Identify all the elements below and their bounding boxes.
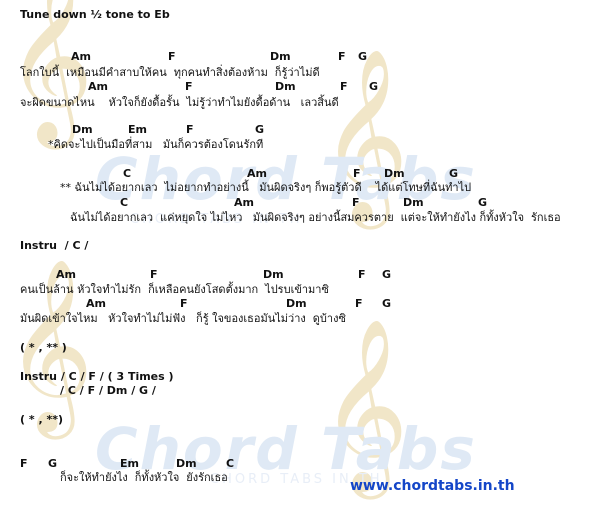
chord: G (382, 297, 392, 310)
chord: Am (88, 80, 108, 93)
chord: C (120, 196, 129, 209)
chord: Dm (286, 297, 307, 310)
chord: F (338, 50, 346, 63)
chord: Dm (403, 196, 424, 209)
tuning-note: Tune down ½ tone to Eb (20, 8, 170, 21)
chord: F (168, 50, 176, 63)
chord: F (340, 80, 348, 93)
chord: F (150, 268, 158, 281)
instrumental-line: Instru / C / (20, 239, 89, 252)
chord: Em (128, 123, 147, 136)
instrumental-line: Instru / C / F / ( 3 Times ) (20, 370, 174, 383)
chord: F (358, 268, 366, 281)
chord: Dm (270, 50, 291, 63)
chord: G (358, 50, 368, 63)
chord: F (353, 167, 361, 180)
chord: F (352, 196, 360, 209)
treble-clef-icon: 𝄞 (320, 318, 409, 492)
chord: Dm (176, 457, 197, 470)
repeat-marker: ( * , ** ) (20, 341, 67, 354)
chord: G (449, 167, 459, 180)
chord: Am (234, 196, 254, 209)
chord: G (48, 457, 58, 470)
lyric-line: ** ฉันไม่ได้อยากเลว ไม่อยากทำอย่างนี้ มั… (60, 181, 472, 194)
lyric-line: มันผิดเข้าใจไหม หัวใจทำไม่ไม่ฟัง ก็รู้ ใ… (20, 312, 346, 325)
lyric-line: โลกใบนี้ เหมือนมีคำสาบให้คน ทุกคนทำสิ่งต… (20, 66, 320, 79)
lyric-line: ก็จะให้ทำยังไง ก็ทั้งหัวใจ ยังรักเธอ (60, 471, 228, 484)
chord: F (355, 297, 363, 310)
chord: G (369, 80, 379, 93)
chord: F (20, 457, 28, 470)
chord: Dm (263, 268, 284, 281)
chord: G (255, 123, 265, 136)
chord: C (123, 167, 132, 180)
instrumental-line: / C / F / Dm / G / (60, 384, 156, 397)
watermark-brand: Chord Tabs (95, 415, 477, 483)
lyric-line: จะผิดขนาดไหน หัวใจก็ยังดื้อรั้น ไม่รู้ว่… (20, 96, 339, 109)
chord: Am (86, 297, 106, 310)
chord: C (226, 457, 235, 470)
chord: F (185, 80, 193, 93)
lyric-line: ฉันไม่ได้อยากเลว แค่หยุดใจ ไม่ไหว มันผิด… (70, 211, 561, 224)
lyric-line: *คิดจะไปเป็นมือที่สาม มันก็ควรต้องโดนรัก… (48, 138, 264, 151)
chord: Am (56, 268, 76, 281)
site-url[interactable]: www.chordtabs.in.th (350, 478, 515, 494)
chord: Dm (275, 80, 296, 93)
chord: Am (247, 167, 267, 180)
chord: G (478, 196, 488, 209)
chord: Em (120, 457, 139, 470)
chord: Dm (72, 123, 93, 136)
chord: F (180, 297, 188, 310)
lyric-line: คนเป็นล้าน หัวใจทำไม่รัก ก็เหลือคนยังโสด… (20, 283, 329, 296)
chord: Dm (384, 167, 405, 180)
chord: Am (71, 50, 91, 63)
chord: G (382, 268, 392, 281)
chord: F (186, 123, 194, 136)
repeat-marker: ( * , **) (20, 413, 63, 426)
